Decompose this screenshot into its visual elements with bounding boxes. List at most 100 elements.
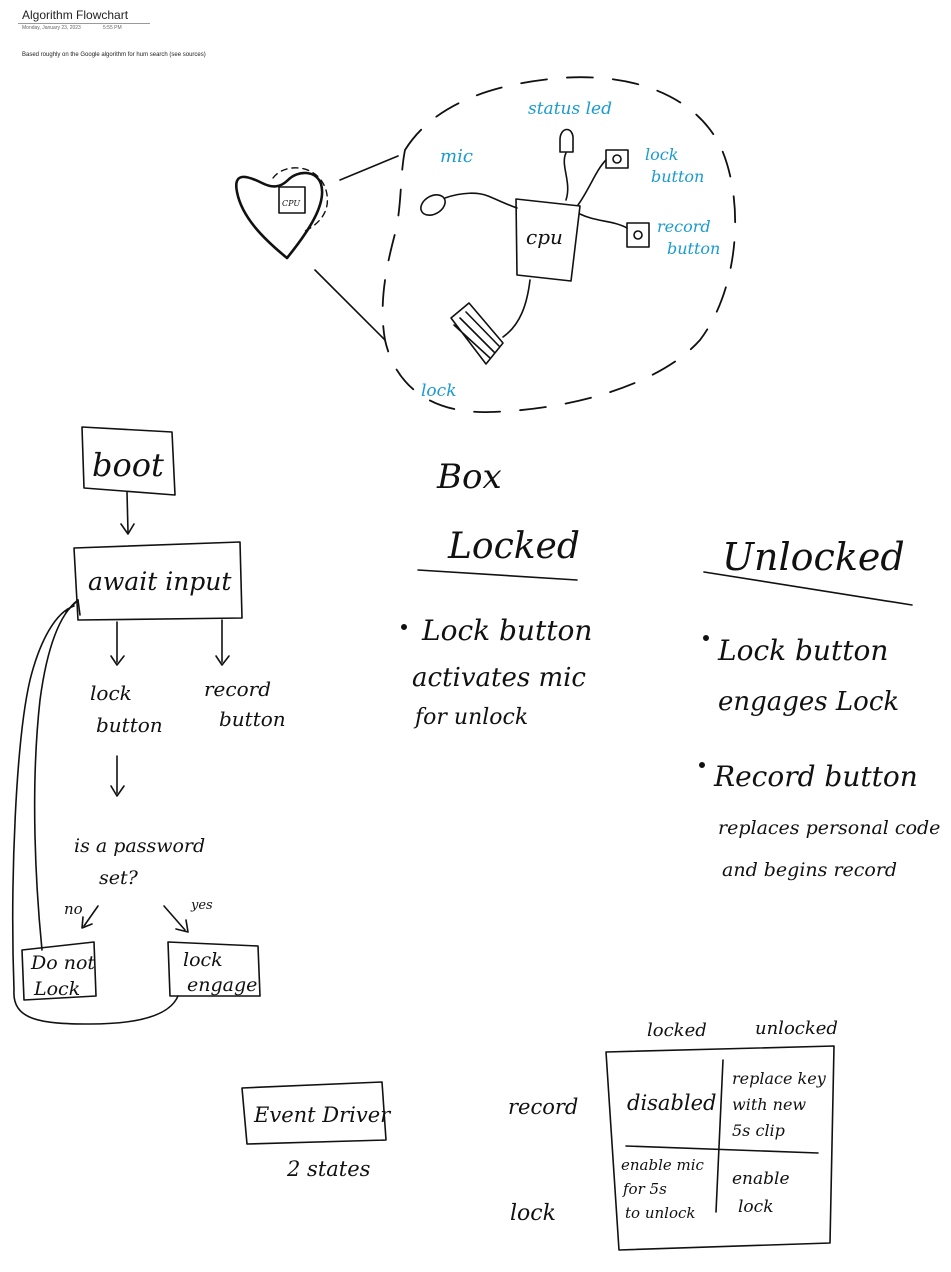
record-button-branch-line1: record <box>204 677 271 701</box>
unlocked-heading: Unlocked <box>722 535 905 579</box>
record-button-label-line2: button <box>667 239 720 258</box>
state-table-col-divider <box>715 1059 724 1213</box>
arrow-yes <box>163 905 186 931</box>
table-cell-lock-unlocked: enable <box>732 1169 790 1189</box>
yes-label: yes <box>190 898 213 913</box>
lock-button-branch-line1: lock <box>90 681 132 705</box>
return-loop <box>11 599 179 1025</box>
await-input-label: await input <box>88 567 232 596</box>
event-driver-label: Event Driver <box>253 1103 392 1127</box>
table-cell-lock-locked: for 5s <box>622 1180 667 1198</box>
cpu-box <box>515 198 581 282</box>
state-table-row-divider <box>625 1145 819 1154</box>
box-caption: Box <box>436 457 502 497</box>
record-button-wire <box>579 213 628 229</box>
question-line2: set? <box>99 867 139 889</box>
await-input-box <box>73 541 243 621</box>
arrow-boot-to-await <box>126 491 129 533</box>
do-not-lock-line2: Lock <box>33 978 80 1000</box>
lock-engage-line1: lock <box>183 949 223 971</box>
mic-sketch <box>420 194 446 216</box>
unlocked-bullet-line: and begins record <box>722 859 897 881</box>
table-cell-lock-locked: to unlock <box>625 1204 695 1222</box>
heart-outline <box>234 171 324 260</box>
lock-engage-box <box>167 941 261 997</box>
box-sketch <box>234 76 737 413</box>
table-cell-record-unlocked: 5s clip <box>732 1121 785 1140</box>
table-cell-lock-locked: enable mic <box>621 1156 705 1174</box>
lock-engage-line2: engage <box>187 974 257 996</box>
page-title: Algorithm Flowchart <box>22 8 129 22</box>
page-time: 5:55 PM <box>103 25 122 31</box>
arrow-boot-head <box>120 523 135 535</box>
unlocked-underline <box>703 571 913 606</box>
heart-connector-bottom <box>314 269 386 341</box>
record-button-sketch <box>626 222 650 248</box>
record-button-label-line1: record <box>657 217 711 236</box>
status-led-wire <box>563 152 569 201</box>
locked-bullet-line: activates mic <box>412 663 586 693</box>
bullet-dot <box>702 634 709 641</box>
cpu-label: cpu <box>526 225 563 249</box>
heart-cpu-chip <box>278 186 306 214</box>
event-driver-sub: 2 states <box>286 1157 371 1181</box>
record-button-knob <box>633 230 643 240</box>
do-not-lock-line1: Do not <box>30 952 95 974</box>
arrow-question-head <box>110 785 125 797</box>
unlocked-bullet-line: Lock button <box>717 634 888 667</box>
table-row-label-lock: lock <box>510 1201 556 1226</box>
title-underline <box>18 23 150 24</box>
record-button-branch-line2: button <box>219 707 286 731</box>
event-driver-box <box>241 1081 387 1145</box>
table-col-header-locked: locked <box>647 1020 707 1041</box>
unlocked-bullet-line: engages Lock <box>718 687 899 717</box>
bullet-dot <box>698 761 705 768</box>
arrow-yes-head <box>175 919 189 933</box>
lock-wire <box>502 279 531 338</box>
state-table-frame <box>605 1045 835 1251</box>
lock-button-wire <box>577 159 607 206</box>
locked-heading: Locked <box>447 526 580 567</box>
flowchart <box>11 426 261 1025</box>
table-cell-lock-unlocked: lock <box>738 1197 774 1217</box>
arrow-lock-head <box>110 655 125 666</box>
locked-bullet-line: Lock button <box>421 614 592 647</box>
no-label: no <box>64 900 83 918</box>
lock-label: lock <box>421 381 457 401</box>
unlocked-bullet-line: Record button <box>713 760 918 793</box>
boot-label: boot <box>92 446 164 484</box>
unlocked-bullet-line: replaces personal code <box>718 817 940 839</box>
return-loop-head <box>65 599 81 616</box>
arrow-no <box>83 905 99 927</box>
table-cell-record-locked: disabled <box>627 1091 717 1115</box>
boot-box <box>81 426 176 496</box>
lock-button-label-line1: lock <box>645 145 678 164</box>
heart-connector-top <box>339 155 399 181</box>
table-row-label-record: record <box>508 1095 578 1119</box>
status-led-label: status led <box>528 99 612 119</box>
lock-button-branch-line2: button <box>96 713 163 737</box>
heart-cpu-label: CPU <box>282 199 300 208</box>
mic-label: mic <box>440 146 473 167</box>
bullet-dot <box>400 623 407 630</box>
do-not-lock-box <box>21 941 97 1001</box>
locked-bullet-line: for unlock <box>413 705 528 730</box>
lock-button-sketch <box>605 149 629 169</box>
arrow-no-head <box>81 916 93 929</box>
arrow-record-head <box>215 655 230 666</box>
mic-wire <box>444 192 518 209</box>
table-cell-record-unlocked: replace key <box>732 1069 827 1088</box>
status-led-sketch <box>559 128 574 153</box>
locked-underline <box>417 569 578 581</box>
page-note: Based roughly on the Google algorithm fo… <box>22 52 206 58</box>
heart-glow <box>272 167 329 233</box>
table-col-header-unlocked: unlocked <box>755 1018 838 1039</box>
lock-button-knob <box>612 154 622 164</box>
box-cloud-outline <box>381 76 737 413</box>
table-cell-record-unlocked: with new <box>732 1095 806 1114</box>
page-date: Monday, January 23, 2023 <box>22 25 81 31</box>
lock-button-label-line2: button <box>651 167 704 186</box>
lock-sketch <box>450 302 504 365</box>
